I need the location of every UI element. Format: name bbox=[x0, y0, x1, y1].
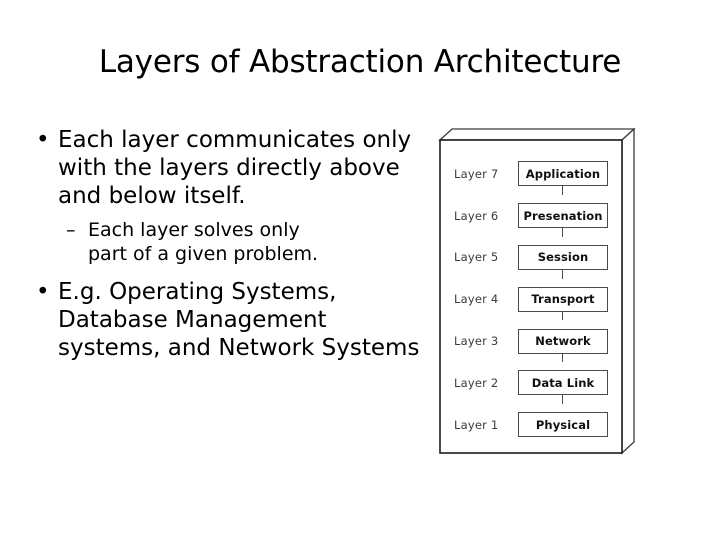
layer-row: Layer 4 Transport bbox=[440, 278, 622, 321]
bullet-item-2: – Each layer solves only part of a given… bbox=[24, 218, 424, 266]
osi-layer-diagram: Layer 7 Application Layer 6 Presenation … bbox=[436, 128, 636, 458]
layer-connector bbox=[562, 219, 564, 237]
bullet-marker-dash: – bbox=[66, 219, 76, 241]
layer-number-label: Layer 3 bbox=[454, 334, 499, 349]
body-content: • Each layer communicates only with the … bbox=[24, 126, 424, 362]
layer-box-data-link[interactable]: Data Link bbox=[518, 370, 608, 396]
layer-number-label: Layer 4 bbox=[454, 292, 499, 307]
layer-connector bbox=[562, 386, 564, 404]
layer-box-transport[interactable]: Transport bbox=[518, 286, 608, 312]
bullet-text-2: Each layer solves only bbox=[88, 219, 300, 241]
layer-row: Layer 3 Network bbox=[440, 320, 622, 363]
layer-box-session[interactable]: Session bbox=[518, 244, 608, 270]
layer-box-network[interactable]: Network bbox=[518, 328, 608, 354]
layer-number-label: Layer 2 bbox=[454, 375, 499, 390]
layer-number-label: Layer 1 bbox=[454, 417, 499, 432]
layer-number-label: Layer 5 bbox=[454, 250, 499, 265]
page-title: Layers of Abstraction Architecture bbox=[98, 44, 622, 80]
layer-number-label: Layer 7 bbox=[454, 166, 499, 181]
layer-number-label: Layer 6 bbox=[454, 208, 499, 223]
layer-row: Layer 1 Physical bbox=[440, 404, 622, 446]
bullet-text-3: E.g. Operating Systems, Database Managem… bbox=[58, 279, 420, 361]
layer-connector bbox=[562, 178, 564, 195]
bullet-item-1: • Each layer communicates only with the … bbox=[24, 126, 424, 210]
layer-connector bbox=[562, 261, 564, 279]
bullet-item-3: • E.g. Operating Systems, Database Manag… bbox=[24, 278, 424, 362]
bullet-text-1: Each layer communicates only with the la… bbox=[58, 127, 412, 209]
layer-row-list: Layer 7 Application Layer 6 Presenation … bbox=[440, 153, 622, 446]
layer-connector bbox=[562, 345, 564, 363]
layer-box-application[interactable]: Application bbox=[518, 161, 608, 187]
layer-box-presentation[interactable]: Presenation bbox=[518, 203, 608, 229]
slab-right-face bbox=[621, 128, 635, 455]
layer-box-physical[interactable]: Physical bbox=[518, 412, 608, 438]
layer-row: Layer 6 Presenation bbox=[440, 195, 622, 237]
layer-row: Layer 7 Application bbox=[440, 153, 622, 195]
bullet-text-2-continued: part of a given problem. bbox=[88, 243, 319, 265]
layer-row: Layer 5 Session bbox=[440, 237, 622, 279]
bullet-marker-dot: • bbox=[36, 279, 50, 305]
slab-top-face bbox=[438, 128, 636, 141]
bullet-marker-dot: • bbox=[36, 127, 50, 153]
layer-connector bbox=[562, 303, 564, 321]
layer-row: Layer 2 Data Link bbox=[440, 362, 622, 404]
diagram-front-content: Layer 7 Application Layer 6 Presenation … bbox=[440, 140, 622, 450]
